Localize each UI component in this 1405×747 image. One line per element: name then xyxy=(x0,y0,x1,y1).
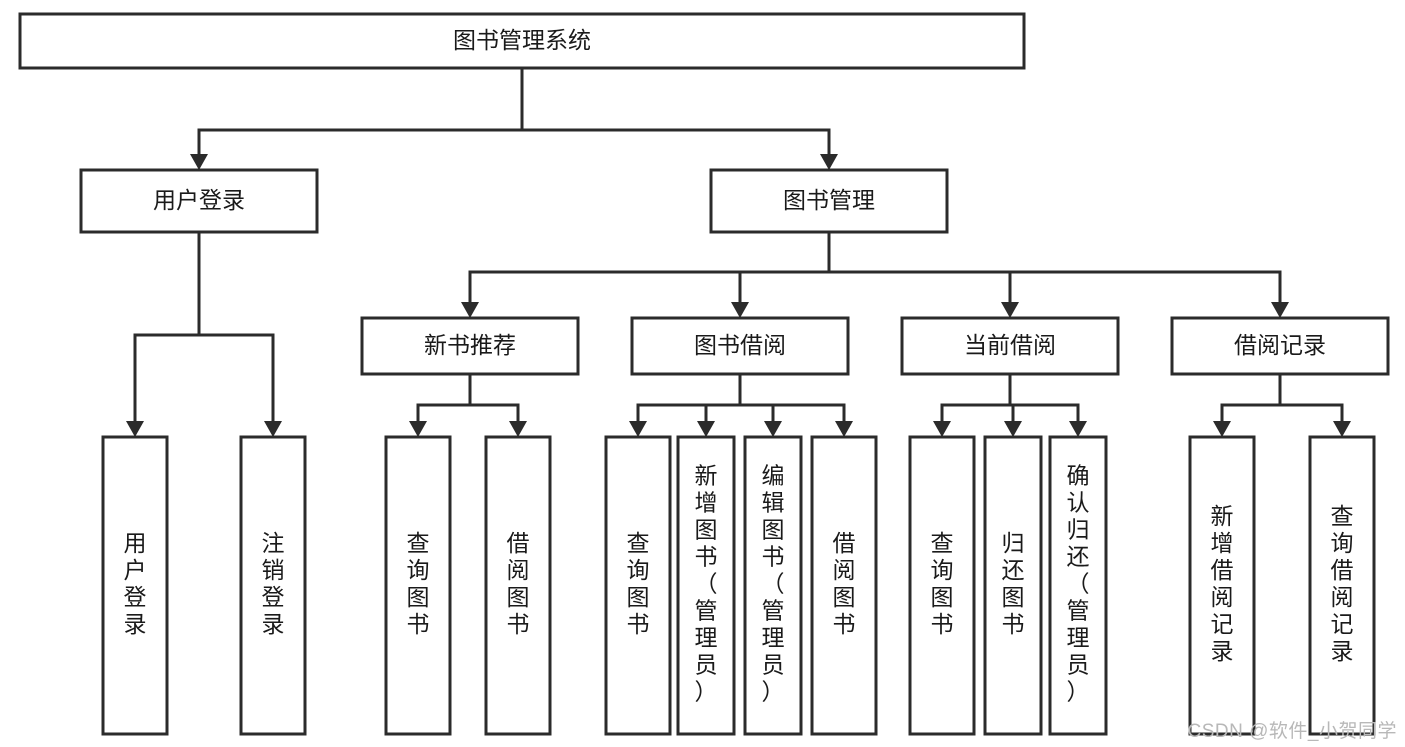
node-label-leaf_5: 新增图书（管理员） xyxy=(695,463,718,705)
node-leaf_2[interactable]: 查询图书 xyxy=(384,435,452,736)
node-box-leaf_10[interactable] xyxy=(1048,435,1108,736)
node-l1_1[interactable]: 图书管理 xyxy=(709,168,949,234)
node-leaf_1[interactable]: 注销登录 xyxy=(239,435,307,736)
node-leaf_4[interactable]: 查询图书 xyxy=(604,435,672,736)
node-box-leaf_4[interactable] xyxy=(604,435,672,736)
connector-root-to-l1_0 xyxy=(190,68,524,170)
connector-layer xyxy=(126,68,1351,437)
connector-l1_0-to-leaf_1 xyxy=(197,232,282,437)
node-label-leaf_3: 借阅图书 xyxy=(507,530,530,637)
node-leaf_6[interactable]: 编辑图书（管理员） xyxy=(743,435,803,736)
connector-l1_0-to-leaf_0 xyxy=(126,232,201,437)
node-box-l1_1[interactable] xyxy=(709,168,949,234)
node-leaf_0[interactable]: 用户登录 xyxy=(101,435,169,736)
connector-l2_3-to-leaf_11 xyxy=(1213,374,1282,437)
node-box-leaf_11[interactable] xyxy=(1188,435,1256,736)
node-box-leaf_5[interactable] xyxy=(676,435,736,736)
node-root[interactable]: 图书管理系统 xyxy=(18,12,1026,70)
node-label-leaf_1: 注销登录 xyxy=(262,530,285,637)
node-box-l1_0[interactable] xyxy=(79,168,319,234)
connector-l2_3-to-leaf_12 xyxy=(1278,374,1351,437)
connector-l2_2-to-leaf_10 xyxy=(1008,374,1087,437)
node-box-leaf_3[interactable] xyxy=(484,435,552,736)
node-l2_1[interactable]: 图书借阅 xyxy=(630,316,850,376)
node-label-l2_1: 图书借阅 xyxy=(694,332,786,358)
node-label-leaf_7: 借阅图书 xyxy=(833,530,856,637)
node-label-leaf_11: 新增借阅记录 xyxy=(1211,503,1234,664)
node-leaf_5[interactable]: 新增图书（管理员） xyxy=(676,435,736,736)
node-box-root[interactable] xyxy=(18,12,1026,70)
node-leaf_9[interactable]: 归还图书 xyxy=(983,435,1043,736)
node-box-leaf_1[interactable] xyxy=(239,435,307,736)
node-layer: 图书管理系统用户登录图书管理新书推荐图书借阅当前借阅借阅记录用户登录注销登录查询… xyxy=(18,12,1390,736)
node-box-leaf_9[interactable] xyxy=(983,435,1043,736)
connector-l2_0-to-leaf_3 xyxy=(468,374,527,437)
connector-l1_1-to-l2_1 xyxy=(731,232,831,318)
node-label-leaf_4: 查询图书 xyxy=(627,530,650,637)
connector-l1_1-to-l2_3 xyxy=(827,232,1289,318)
node-l2_2[interactable]: 当前借阅 xyxy=(900,316,1120,376)
connector-l2_0-to-leaf_2 xyxy=(409,374,472,437)
node-box-l2_0[interactable] xyxy=(360,316,580,376)
node-box-leaf_7[interactable] xyxy=(810,435,878,736)
node-label-l1_1: 图书管理 xyxy=(783,187,875,213)
node-label-l2_2: 当前借阅 xyxy=(964,332,1056,358)
connector-root-to-l1_1 xyxy=(520,68,838,170)
node-leaf_12[interactable]: 查询借阅记录 xyxy=(1308,435,1376,736)
node-label-root: 图书管理系统 xyxy=(453,27,591,53)
node-l2_3[interactable]: 借阅记录 xyxy=(1170,316,1390,376)
node-leaf_7[interactable]: 借阅图书 xyxy=(810,435,878,736)
node-box-leaf_2[interactable] xyxy=(384,435,452,736)
node-leaf_8[interactable]: 查询图书 xyxy=(908,435,976,736)
connector-l1_1-to-l2_2 xyxy=(827,232,1019,318)
node-label-leaf_2: 查询图书 xyxy=(407,530,430,637)
node-label-leaf_12: 查询借阅记录 xyxy=(1331,503,1354,664)
connector-l2_1-to-leaf_7 xyxy=(738,374,853,437)
node-box-leaf_0[interactable] xyxy=(101,435,169,736)
node-l2_0[interactable]: 新书推荐 xyxy=(360,316,580,376)
node-l1_0[interactable]: 用户登录 xyxy=(79,168,319,234)
node-label-leaf_9: 归还图书 xyxy=(1002,530,1025,637)
node-label-l1_0: 用户登录 xyxy=(153,187,245,213)
node-label-l2_3: 借阅记录 xyxy=(1234,332,1326,358)
node-box-leaf_12[interactable] xyxy=(1308,435,1376,736)
node-box-l2_1[interactable] xyxy=(630,316,850,376)
node-box-l2_2[interactable] xyxy=(900,316,1120,376)
node-box-leaf_8[interactable] xyxy=(908,435,976,736)
node-label-l2_0: 新书推荐 xyxy=(424,332,516,358)
node-box-leaf_6[interactable] xyxy=(743,435,803,736)
node-leaf_11[interactable]: 新增借阅记录 xyxy=(1188,435,1256,736)
node-leaf_10[interactable]: 确认归还（管理员） xyxy=(1048,435,1108,736)
node-label-leaf_0: 用户登录 xyxy=(124,530,147,637)
node-label-leaf_6: 编辑图书（管理员） xyxy=(762,463,785,705)
connector-l2_2-to-leaf_8 xyxy=(933,374,1012,437)
node-box-l2_3[interactable] xyxy=(1170,316,1390,376)
node-label-leaf_10: 确认归还（管理员） xyxy=(1067,463,1090,705)
node-leaf_3[interactable]: 借阅图书 xyxy=(484,435,552,736)
connector-l1_1-to-l2_0 xyxy=(461,232,831,318)
node-label-leaf_8: 查询图书 xyxy=(931,530,954,637)
